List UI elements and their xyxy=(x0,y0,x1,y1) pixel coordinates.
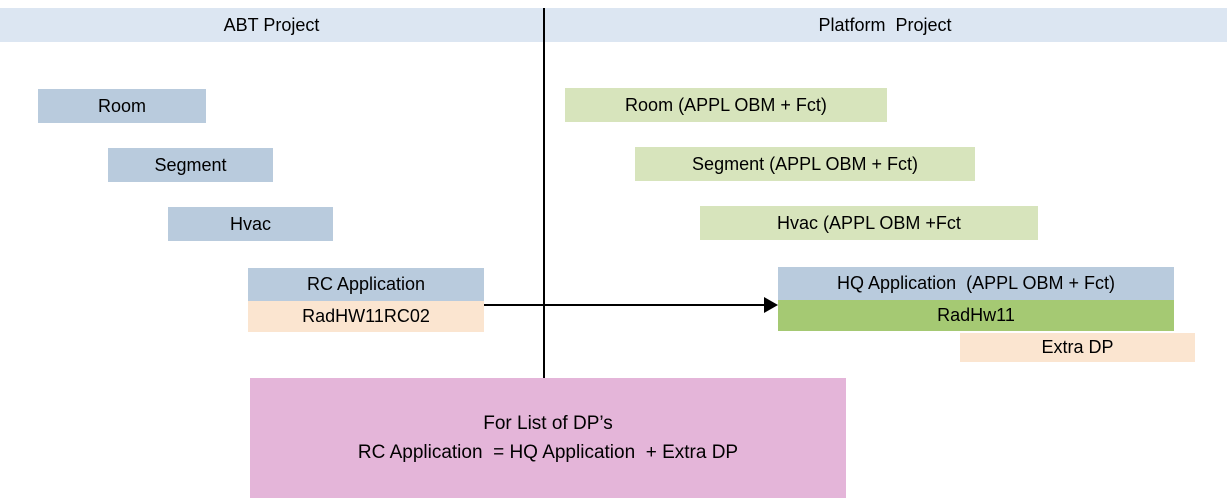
abt-rc-application-box: RC Application xyxy=(248,268,484,301)
platform-hq-application-box: HQ Application (APPL OBM + Fct) xyxy=(778,267,1174,300)
header-bar xyxy=(0,8,1227,42)
dp-note-line2: RC Application = HQ Application + Extra … xyxy=(357,441,739,463)
dp-note-box: For List of DP’s RC Application = HQ App… xyxy=(250,378,846,498)
abt-room-box: Room xyxy=(38,89,206,123)
abt-segment-box: Segment xyxy=(108,148,273,182)
platform-segment-box: Segment (APPL OBM + Fct) xyxy=(635,147,975,181)
mapping-arrow-head xyxy=(764,297,778,313)
abt-hvac-box: Hvac xyxy=(168,207,333,241)
left-column-title: ABT Project xyxy=(223,14,320,35)
mapping-arrow-line xyxy=(484,304,766,306)
platform-extra-dp-box: Extra DP xyxy=(960,333,1195,362)
platform-room-box: Room (APPL OBM + Fct) xyxy=(565,88,887,122)
abt-radhw11rc02-box: RadHW11RC02 xyxy=(248,301,484,332)
dp-note-line1: For List of DP’s xyxy=(483,412,613,434)
right-column-title: Platform Project xyxy=(818,14,952,35)
column-divider-line xyxy=(543,8,545,378)
platform-radhw11-box: RadHw11 xyxy=(778,300,1174,331)
platform-hvac-box: Hvac (APPL OBM +Fct xyxy=(700,206,1038,240)
